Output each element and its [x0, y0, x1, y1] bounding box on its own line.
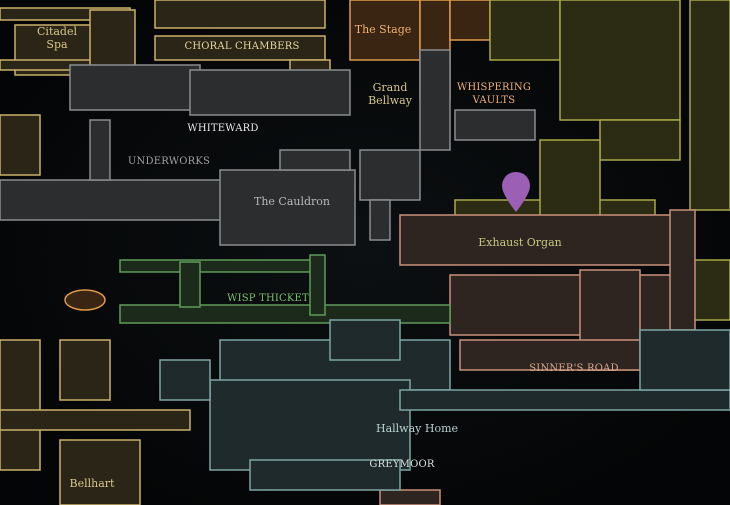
label-the-stage: The Stage [354, 23, 412, 36]
label-choral-chambers: CHORAL CHAMBERS [184, 41, 300, 52]
label-greymoor: GREYMOOR [369, 459, 435, 470]
region-whiteward [0, 49, 536, 246]
region-wisp-thicket [119, 254, 451, 324]
label-the-cauldron: The Cauldron [253, 195, 331, 208]
label-grand-bellway: Grand Bellway [368, 81, 412, 107]
map-pin-icon[interactable] [501, 171, 531, 213]
label-whiteward: WHITEWARD [187, 123, 259, 134]
region-greymoor [159, 319, 730, 491]
label-bellhart: Bellhart [69, 477, 115, 490]
region-citadel [0, 0, 331, 505]
label-sinners-road: SINNER'S ROAD [529, 363, 619, 374]
label-wisp-thicket: WISP THICKET [227, 293, 309, 304]
label-underworks: UNDERWORKS [127, 156, 211, 167]
label-exhaust-organ: Exhaust Organ [478, 236, 562, 249]
label-whispering-vaults: WHISPERING VAULTS [456, 82, 532, 106]
region-exhaust-organ [379, 209, 696, 505]
label-citadel-spa: Citadel Spa [37, 25, 77, 51]
label-hallway-home: Hallway Home [375, 422, 459, 435]
small-room-orange [64, 289, 106, 311]
region-olive [454, 0, 730, 321]
